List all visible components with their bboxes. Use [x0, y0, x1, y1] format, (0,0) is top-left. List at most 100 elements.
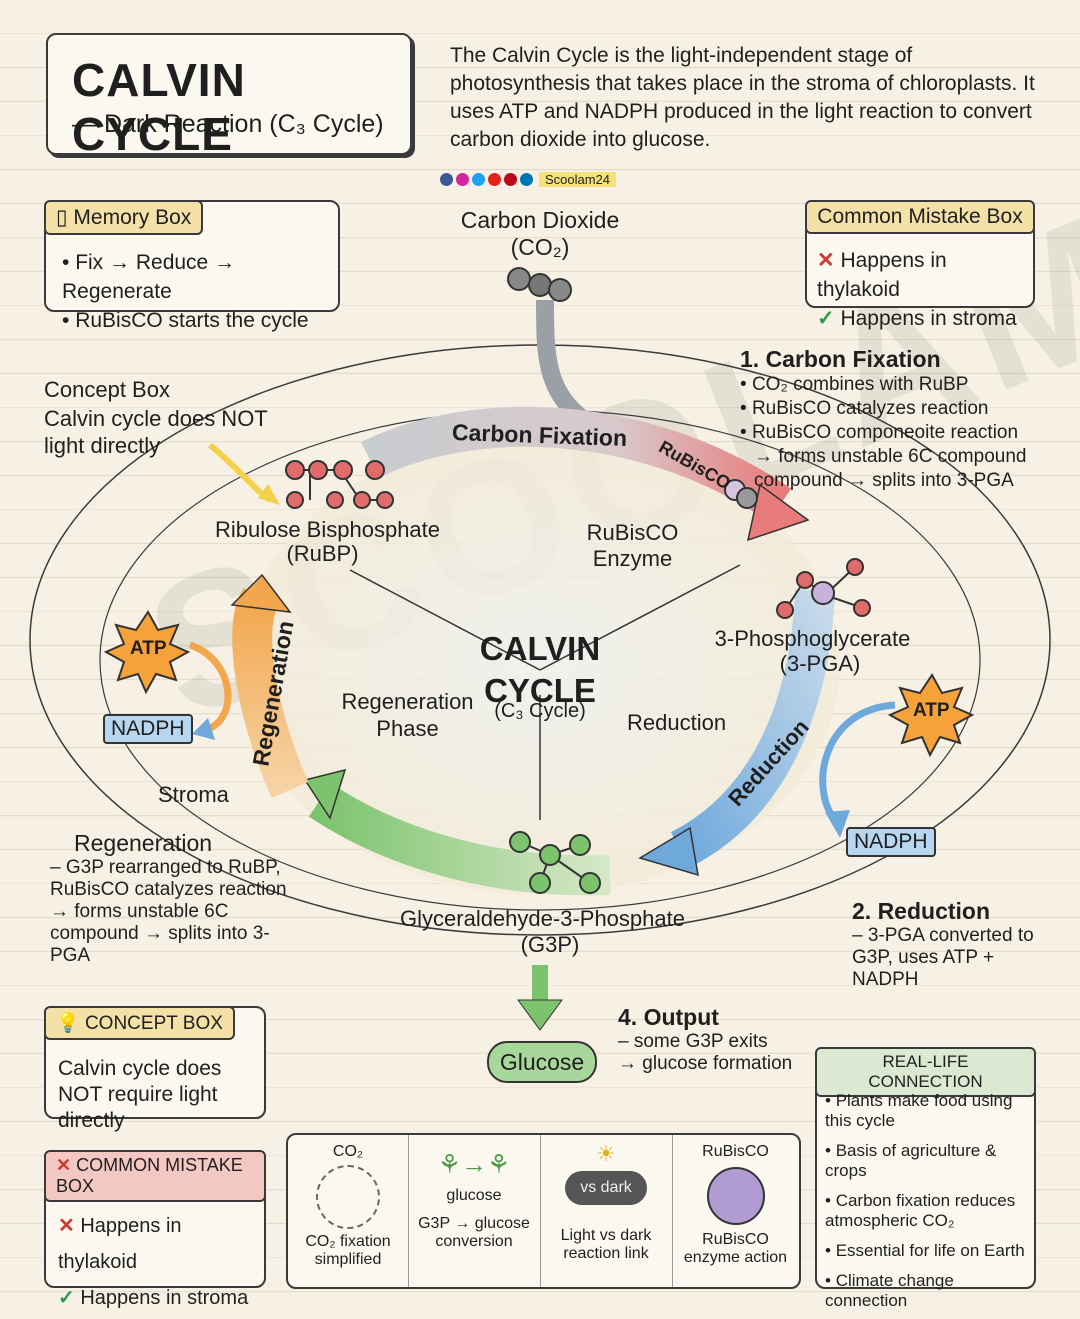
- reduction-phase-label: Reduction: [627, 710, 727, 735]
- g3p-molecule: [509, 831, 601, 894]
- real-life-box: REAL-LIFE CONNECTION Plants make food us…: [815, 1047, 1036, 1310]
- intro-text: The Calvin Cycle is the light-independen…: [450, 44, 1035, 151]
- brand-label[interactable]: Scoolam24: [539, 171, 617, 187]
- cross-icon: ✕: [58, 1215, 75, 1237]
- output-line2: → glucose formation: [618, 1053, 793, 1074]
- icon-cell-g3p: ⚘→⚘ glucose G3P → glucose conversion: [408, 1135, 541, 1287]
- concept-box-tab: 💡 CONCEPT BOX: [44, 1006, 235, 1040]
- mistake-right: ✓ Happens in stroma: [58, 1287, 249, 1309]
- regen-note-title: Regeneration: [74, 830, 213, 856]
- icon-caption: RuBisCO enzyme action: [683, 1231, 788, 1266]
- center-sub: (C₃ Cycle): [494, 700, 586, 722]
- enzyme-icon: [706, 1167, 765, 1225]
- icon-caption: G3P → glucose conversion: [418, 1215, 530, 1250]
- step1-block: 1. Carbon Fixation CO₂ combines with RuB…: [740, 346, 1040, 493]
- sun-icon: ☀: [596, 1141, 616, 1166]
- mistake-box-top-tab: Common Mistake Box: [805, 200, 1035, 234]
- real-life-item: Carbon fixation reduces atmospheric CO₂: [825, 1191, 1033, 1231]
- icon-cell-rubisco: RuBisCO RuBisCO enzyme action: [672, 1135, 799, 1287]
- linkedin-icon[interactable]: [520, 172, 533, 186]
- icon-cell-light-dark: ☀ vs dark Light vs dark reaction link: [540, 1135, 673, 1287]
- regen-phase-label: Regeneration Phase: [341, 689, 474, 741]
- g3p-name: Glyceraldehyde-3-Phosphate: [400, 906, 685, 931]
- output-line1: – some G3P exits: [618, 1031, 768, 1052]
- g3p-arc: [308, 783, 611, 896]
- check-icon: ✓: [58, 1287, 75, 1309]
- atp-left-label: ATP: [130, 638, 167, 659]
- g3p-abbr: (G3P): [520, 932, 580, 957]
- mistake-wrong: ✕ Happens in thylakoid: [58, 1215, 182, 1273]
- fixation-arc: [361, 406, 792, 522]
- molecule-icon: ⚘→⚘: [437, 1149, 511, 1179]
- stroma-label: Stroma: [158, 782, 229, 807]
- regen-note: Regeneration – G3P rearranged to RuBP, R…: [50, 830, 305, 967]
- icons-strip: CO₂ CO₂ fixation simplified ⚘→⚘ glucose …: [286, 1133, 801, 1289]
- mistake-box-bottom: ✕ COMMON MISTAKE BOX ✕ Happens in thylak…: [44, 1150, 266, 1309]
- co2-label: Carbon Dioxide: [460, 207, 620, 233]
- youtube-icon[interactable]: [488, 172, 501, 186]
- mistake-wrong: ✕ Happens in thylakoid: [817, 249, 947, 301]
- co2-formula: (CO₂): [510, 234, 570, 260]
- twitter-icon[interactable]: [472, 172, 485, 186]
- step1-item: RuBisCO catalyzes reaction: [740, 397, 1040, 421]
- concept-box: 💡 CONCEPT BOX Calvin cycle does NOT requ…: [44, 1006, 266, 1132]
- icon-caption: Light vs dark reaction link: [560, 1227, 652, 1262]
- real-life-item: Basis of agriculture & crops: [825, 1141, 1033, 1181]
- atp-right-label: ATP: [913, 700, 950, 721]
- atp-right-burst: [887, 673, 975, 758]
- step2-title: 2. Reduction: [852, 898, 991, 924]
- page-subtitle: — Dark Reaction (C₃ Cycle): [72, 110, 384, 138]
- check-icon: ✓: [817, 307, 835, 330]
- co2-molecule: [507, 267, 572, 302]
- output-title: 4. Output: [618, 1004, 719, 1030]
- page-title: CALVIN CYCLE: [72, 54, 246, 160]
- step2-block: 2. Reduction – 3-PGA converted to G3P, u…: [852, 898, 1042, 991]
- title-box: CALVIN CYCLE — Dark Reaction (C₃ Cycle): [46, 33, 412, 160]
- pga-name: 3-Phosphoglycerate: [714, 626, 911, 651]
- nadph-right-badge: NADPH: [846, 827, 936, 857]
- social-bar: Scoolam24: [440, 170, 617, 188]
- cycle-icon: [316, 1165, 380, 1229]
- step1-item: CO₂ combines with RuBP: [740, 373, 1040, 397]
- mistake-box-top: Common Mistake Box ✕ Happens in thylakoi…: [805, 200, 1035, 330]
- step2-text: – 3-PGA converted to G3P, uses ATP + NAD…: [852, 925, 1034, 990]
- facebook-icon[interactable]: [440, 172, 453, 186]
- real-life-item: Climate change connection: [825, 1271, 1033, 1311]
- icon-cell-co2: CO₂ CO₂ fixation simplified: [288, 1135, 409, 1287]
- memory-box: ▯ Memory Box Fix → Reduce → Regenerate R…: [44, 200, 340, 332]
- step1-item: RuBisCO componeoite reaction: [740, 421, 1040, 445]
- center-title: CALVIN CYCLE: [479, 630, 601, 709]
- real-life-item: Plants make food using this cycle: [825, 1091, 1033, 1131]
- enzyme-label: RuBisCO Enzyme: [586, 520, 679, 571]
- pga-abbr: (3-PGA): [779, 651, 861, 676]
- lightbulb-icon: 💡: [56, 1013, 80, 1034]
- instagram-icon[interactable]: [456, 172, 469, 186]
- regeneration-arc: [232, 588, 309, 799]
- mistake-right: ✓ Happens in stroma: [817, 307, 1017, 330]
- memory-box-title: Memory Box: [73, 206, 192, 229]
- reduction-arc: [670, 589, 835, 868]
- pga-molecule: [776, 558, 871, 619]
- real-life-item: Essential for life on Earth: [825, 1241, 1033, 1261]
- atp-left-burst: [103, 610, 191, 695]
- glucose-badge: Glucose: [487, 1041, 597, 1083]
- output-block: 4. Output – some G3P exits → glucose for…: [618, 1004, 808, 1075]
- memory-item: Fix → Reduce → Regenerate: [62, 248, 338, 306]
- concept-left-title: Concept Box: [44, 377, 170, 402]
- concept-left-text: Calvin cycle does NOT light directly: [44, 406, 268, 458]
- concept-box-text: Calvin cycle does NOT require light dire…: [58, 1057, 222, 1132]
- memory-item: RuBisCO starts the cycle: [62, 306, 338, 335]
- mistake-box-bottom-tab: ✕ COMMON MISTAKE BOX: [44, 1150, 266, 1202]
- pinterest-icon[interactable]: [504, 172, 517, 186]
- cross-icon: ✕: [56, 1155, 72, 1175]
- step1-title: 1. Carbon Fixation: [740, 346, 941, 372]
- rubp-abbr: (RuBP): [286, 541, 359, 566]
- notebook-icon: ▯: [56, 206, 68, 229]
- rubp-name: Ribulose Bisphosphate: [214, 517, 441, 542]
- cross-icon: ✕: [817, 249, 835, 272]
- cycle-diagram: [29, 267, 1051, 1031]
- cycle-background: [240, 435, 840, 895]
- icon-caption: CO₂ fixation simplified: [305, 1233, 391, 1268]
- step1-continuation: → forms unstable 6C compound compound → …: [754, 446, 1027, 491]
- rubp-molecule: [285, 460, 394, 509]
